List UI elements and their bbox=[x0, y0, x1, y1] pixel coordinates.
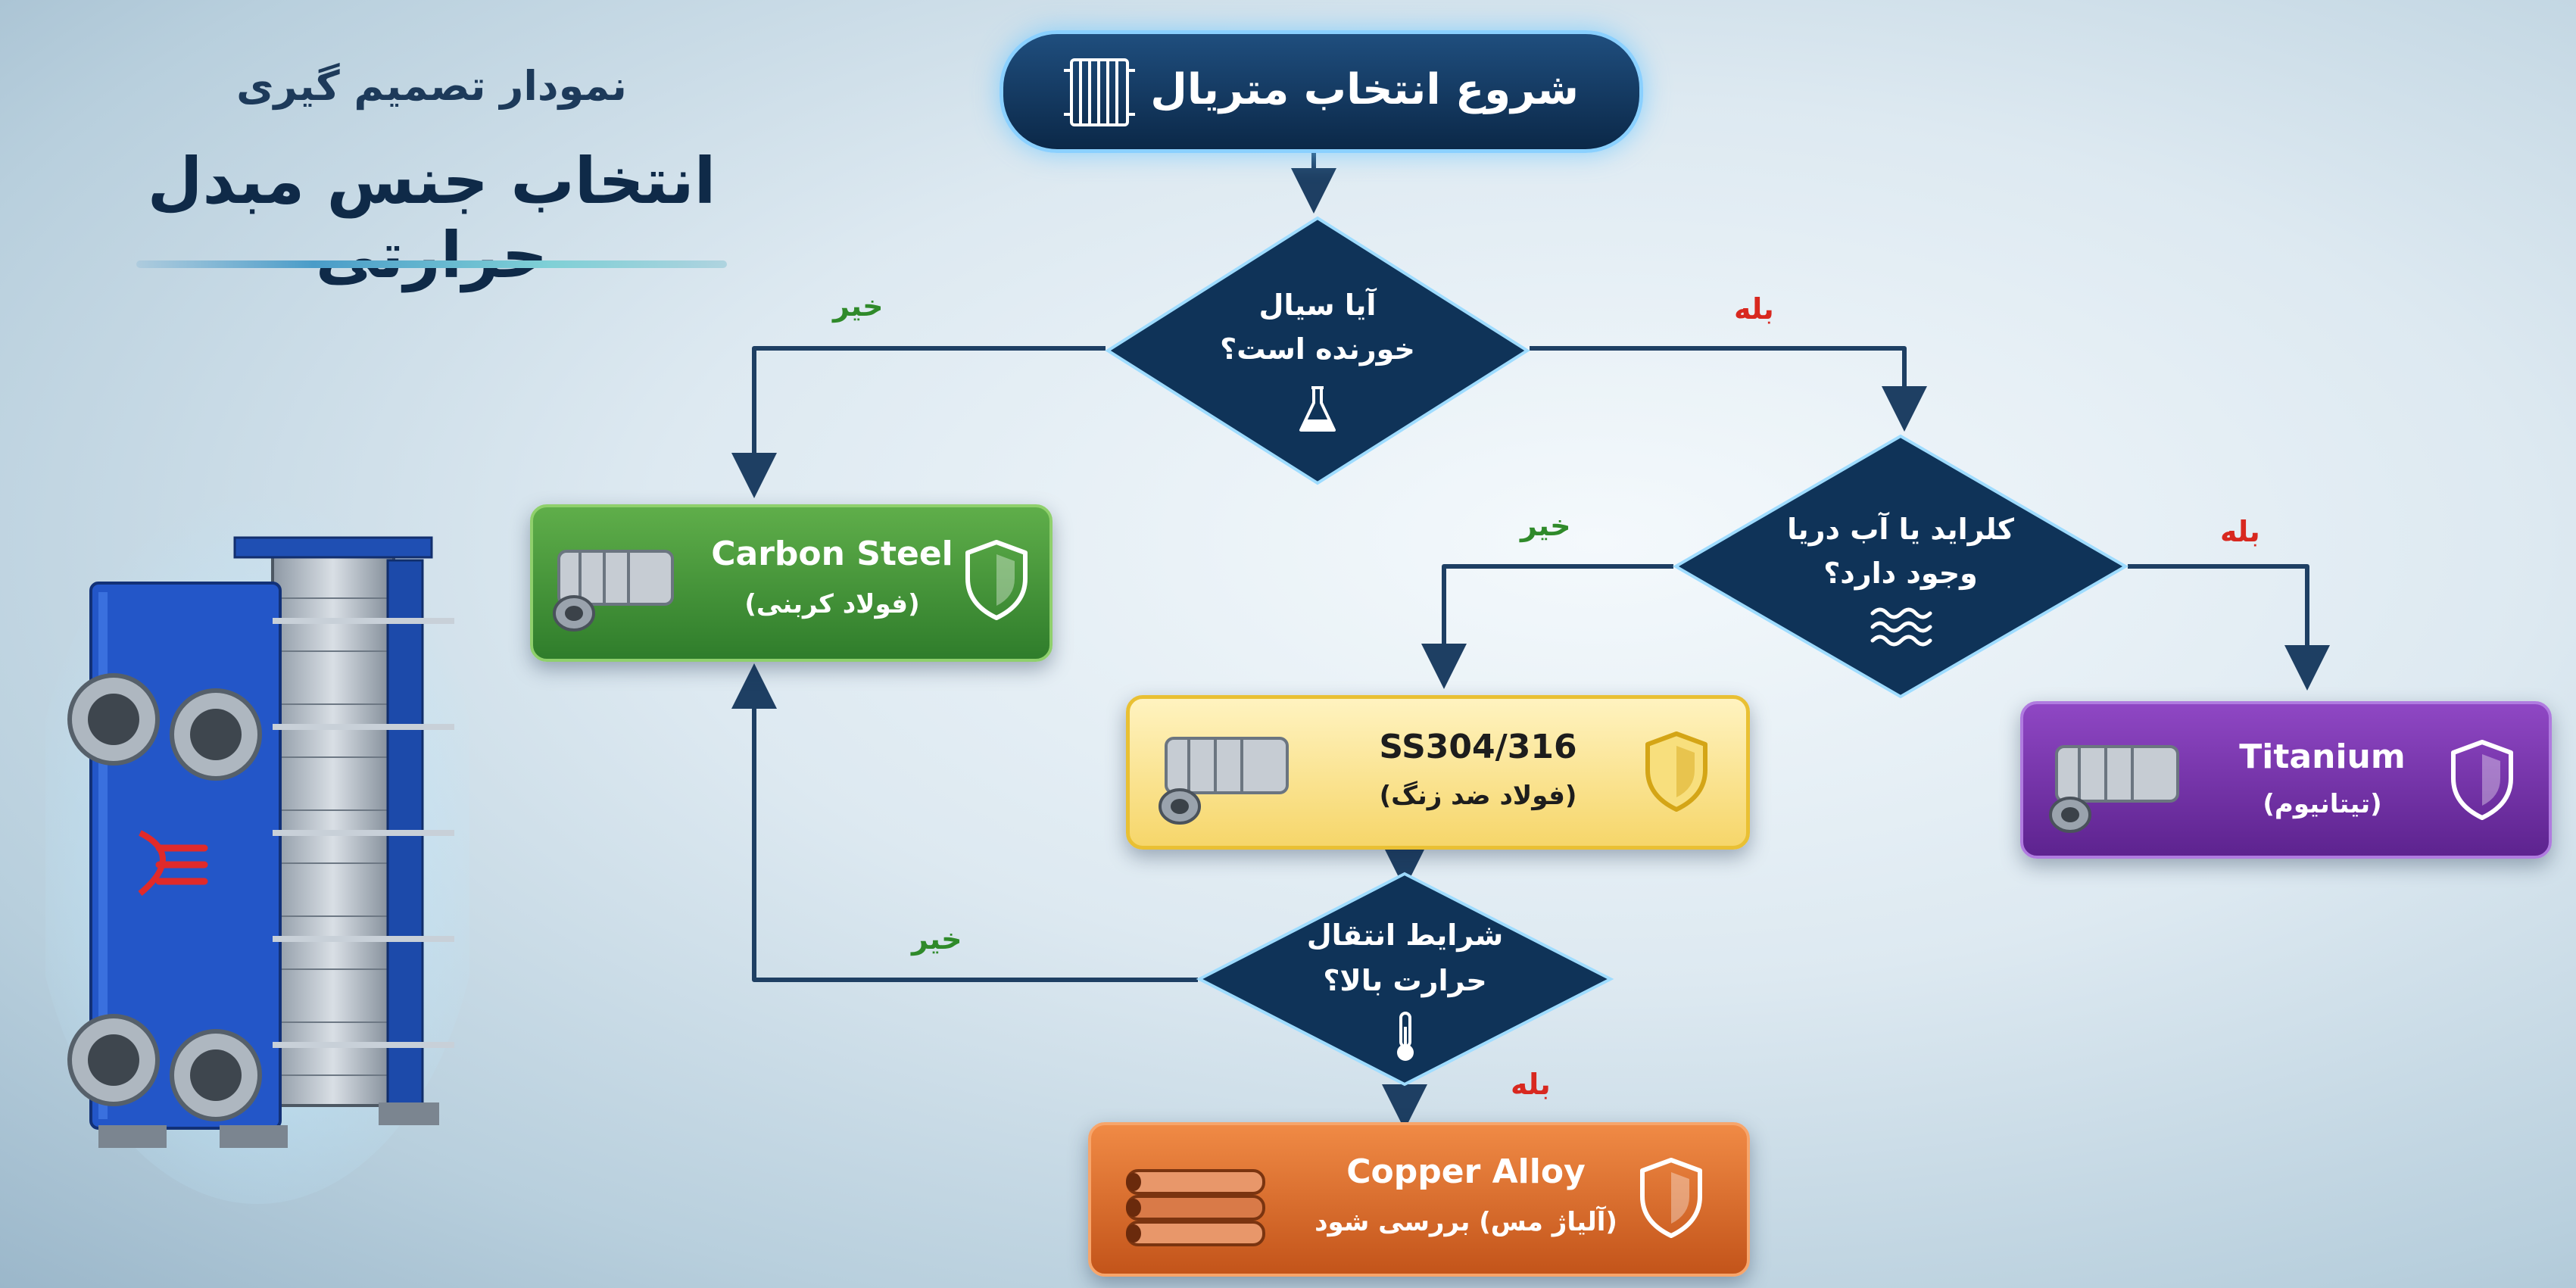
shield-icon bbox=[965, 540, 1028, 620]
material-copper-alloy-name: Copper Alloy bbox=[1346, 1152, 1586, 1191]
decision-heat-line2: حرارت بالا؟ bbox=[1323, 964, 1487, 997]
edge-chloride-yes bbox=[2128, 564, 2330, 691]
decision-chloride-line1: کلراید یا آب دریا bbox=[1787, 513, 2014, 546]
edge-heat-no bbox=[731, 663, 1198, 982]
shield-icon bbox=[1645, 731, 1707, 812]
shield-icon bbox=[2451, 740, 2513, 820]
material-titanium: Titanium (تیتانیوم) bbox=[2020, 701, 2552, 859]
material-copper-alloy-fa: (آلیاژ مس) بررسی شود bbox=[1315, 1207, 1617, 1237]
material-titanium-name: Titanium bbox=[2239, 738, 2406, 776]
branch-heat-no: خیر bbox=[912, 922, 962, 956]
start-node: شروع انتخاب متریال bbox=[1000, 30, 1643, 153]
pipe-bundle-icon bbox=[2049, 745, 2179, 833]
decision-heat: شرایط انتقال حرارت بالا؟ bbox=[1195, 869, 1615, 1089]
heat-exchanger-icon bbox=[1064, 58, 1135, 126]
decision-corrosive: آیا سیال خورنده است؟ bbox=[1102, 212, 1533, 489]
decision-chloride: کلراید یا آب دریا وجود دارد؟ bbox=[1670, 430, 2132, 703]
material-stainless-steel-fa: (فولاد ضد زنگ) bbox=[1379, 781, 1577, 811]
branch-heat-yes: بله bbox=[1511, 1068, 1551, 1101]
brand-logo-icon bbox=[138, 830, 208, 897]
branch-chloride-no: خیر bbox=[1520, 509, 1571, 542]
start-label: شروع انتخاب متریال bbox=[1150, 65, 1579, 114]
plate-heat-exchanger-illustration bbox=[45, 492, 469, 1204]
decision-corrosive-line2: خورنده است؟ bbox=[1220, 332, 1415, 366]
material-carbon-steel: Carbon Steel (فولاد کربنی) bbox=[530, 504, 1053, 662]
decision-heat-line1: شرایط انتقال bbox=[1306, 918, 1504, 952]
edge-chloride-no bbox=[1421, 564, 1673, 689]
diagram-subtitle: نمودار تصمیم گیری bbox=[236, 62, 627, 110]
branch-chloride-yes: بله bbox=[2220, 515, 2260, 548]
pipe-bundle-icon bbox=[1159, 737, 1289, 825]
title-underline bbox=[136, 260, 727, 268]
pipe-bundle-icon bbox=[553, 550, 674, 632]
thermometer-icon bbox=[1397, 1012, 1414, 1061]
material-stainless-steel-name: SS304/316 bbox=[1379, 728, 1577, 766]
diagram-title: انتخاب جنس مبدل حرارتی bbox=[147, 144, 716, 292]
flask-icon bbox=[1299, 386, 1336, 432]
shield-icon bbox=[1640, 1158, 1702, 1238]
water-waves-icon bbox=[1870, 607, 1932, 647]
material-stainless-steel: SS304/316 (فولاد ضد زنگ) bbox=[1126, 695, 1750, 850]
decision-chloride-line2: وجود دارد؟ bbox=[1823, 557, 1978, 590]
material-titanium-fa: (تیتانیوم) bbox=[2263, 789, 2382, 819]
branch-corrosive-yes: بله bbox=[1734, 292, 1774, 326]
material-carbon-steel-fa: (فولاد کربنی) bbox=[744, 589, 920, 619]
decision-corrosive-line1: آیا سیال bbox=[1258, 288, 1377, 322]
material-copper-alloy: Copper Alloy (آلیاژ مس) بررسی شود bbox=[1088, 1122, 1750, 1277]
edge-corrosive-yes bbox=[1530, 346, 1927, 432]
material-carbon-steel-name: Carbon Steel bbox=[711, 535, 953, 573]
edge-corrosive-no bbox=[731, 346, 1106, 498]
copper-tubes-icon bbox=[1126, 1169, 1265, 1246]
branch-corrosive-no: خیر bbox=[833, 289, 884, 323]
